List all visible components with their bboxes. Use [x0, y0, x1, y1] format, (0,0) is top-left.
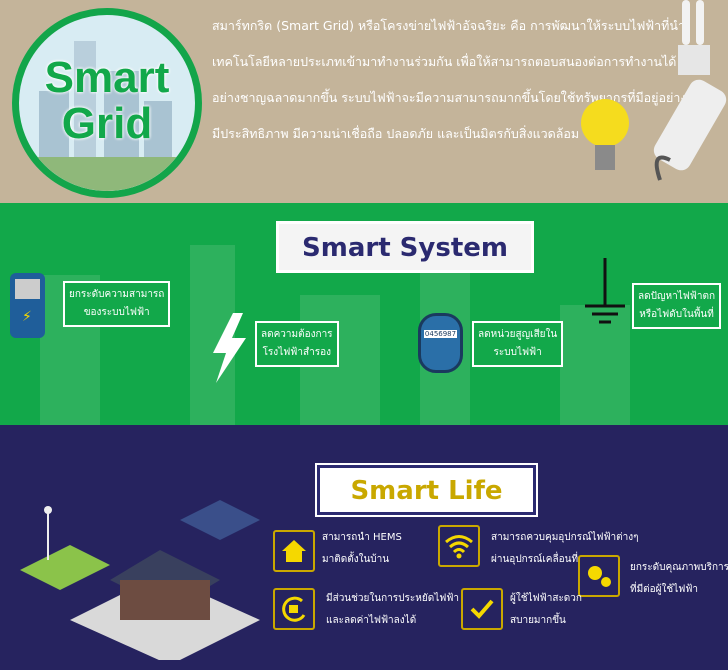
system-item-box: ยกระดับความสามารถของระบบไฟฟ้า [63, 281, 171, 327]
intro-line: เทคโนโลยีหลายประเภทเข้ามาทำงานร่วมกัน เพ… [212, 54, 677, 69]
svg-text:⚡: ⚡ [22, 309, 32, 325]
home-icon [273, 530, 315, 572]
item-line: ผ่านอุปกรณ์เคลื่อนที่ [491, 554, 579, 565]
checkmark-icon [461, 588, 503, 630]
item-line: ลดปัญหาไฟฟ้าตก [638, 291, 716, 302]
item-line: ลดหน่วยสูญเสียใน [478, 329, 558, 340]
power-strip-icon [653, 79, 727, 181]
item-line: และลดค่าไฟฟ้าลงได้ [326, 615, 417, 626]
system-item-box: ลดหน่วยสูญเสียในระบบไฟฟ้า [472, 321, 564, 367]
smart-home-illustration [20, 500, 260, 660]
intro-line: มีประสิทธิภาพ มีความน่าเชื่อถือ ปลอดภัย … [212, 126, 580, 141]
item-line: สามารถนำ HEMS [322, 532, 402, 543]
light-bulb-icon [581, 99, 629, 170]
ground-icon [585, 258, 625, 324]
item-line: หรือไฟดับในพื้นที่ [639, 309, 714, 320]
item-line: ผู้ใช้ไฟฟ้าสะดวก [510, 593, 582, 604]
item-line: ยกระดับคุณภาพบริการ [630, 562, 728, 573]
gears-icon [578, 555, 620, 597]
intro-line: อย่างชาญฉลาดมากขึ้น ระบบไฟฟ้าจะมีความสาม… [212, 90, 687, 105]
life-item-text: สามารถนำ HEMS มาติดตั้งในบ้าน [322, 527, 402, 571]
intro-line: สมาร์ทกริด (Smart Grid) หรือโครงข่ายไฟฟ้… [212, 18, 685, 33]
item-line: มาติดตั้งในบ้าน [322, 554, 390, 565]
life-item-text: สามารถควบคุมอุปกรณ์ไฟฟ้าต่างๆผ่านอุปกรณ์… [491, 527, 639, 571]
item-line: ลดความต้องการ [261, 329, 333, 340]
item-line: ของระบบไฟฟ้า [83, 307, 150, 318]
system-item-box: ลดปัญหาไฟฟ้าตกหรือไฟดับในพื้นที่ [632, 283, 722, 329]
item-line: มีส่วนช่วยในการประหยัดไฟฟ้า [326, 593, 460, 604]
item-line: ยกระดับความสามารถ [69, 289, 165, 300]
life-item-text: มีส่วนช่วยในการประหยัดไฟฟ้าและลดค่าไฟฟ้า… [326, 588, 459, 632]
smart-life-title: Smart Life [315, 463, 538, 517]
lightning-icon [213, 313, 246, 383]
item-line: ที่มีต่อผู้ใช้ไฟฟ้า [630, 584, 699, 595]
smart-system-section: Smart System ⚡ ยกระดับความสามารถของระบบไ… [0, 203, 728, 425]
life-item-text: ยกระดับคุณภาพบริการที่มีต่อผู้ใช้ไฟฟ้า [630, 557, 728, 601]
system-item-box: ลดความต้องการโรงไฟฟ้าสำรอง [255, 321, 339, 367]
item-line: สบายมากขึ้น [510, 615, 566, 626]
electric-meter-icon: 0456987 [418, 313, 463, 373]
ev-charger-icon: ⚡ [10, 273, 45, 338]
plug-icon [273, 588, 315, 630]
wifi-icon [438, 525, 480, 567]
item-line: โรงไฟฟ้าสำรอง [262, 347, 331, 358]
life-item-text: ผู้ใช้ไฟฟ้าสะดวกสบายมากขึ้น [510, 588, 582, 632]
smart-system-title: Smart System [276, 221, 534, 273]
intro-paragraph: สมาร์ทกริด (Smart Grid) หรือโครงข่ายไฟฟ้… [212, 8, 687, 152]
cfl-bulb-icon [678, 0, 710, 75]
meter-reading: 0456987 [424, 330, 457, 338]
item-line: สามารถควบคุมอุปกรณ์ไฟฟ้าต่างๆ [491, 532, 639, 543]
item-line: ระบบไฟฟ้า [493, 347, 542, 358]
